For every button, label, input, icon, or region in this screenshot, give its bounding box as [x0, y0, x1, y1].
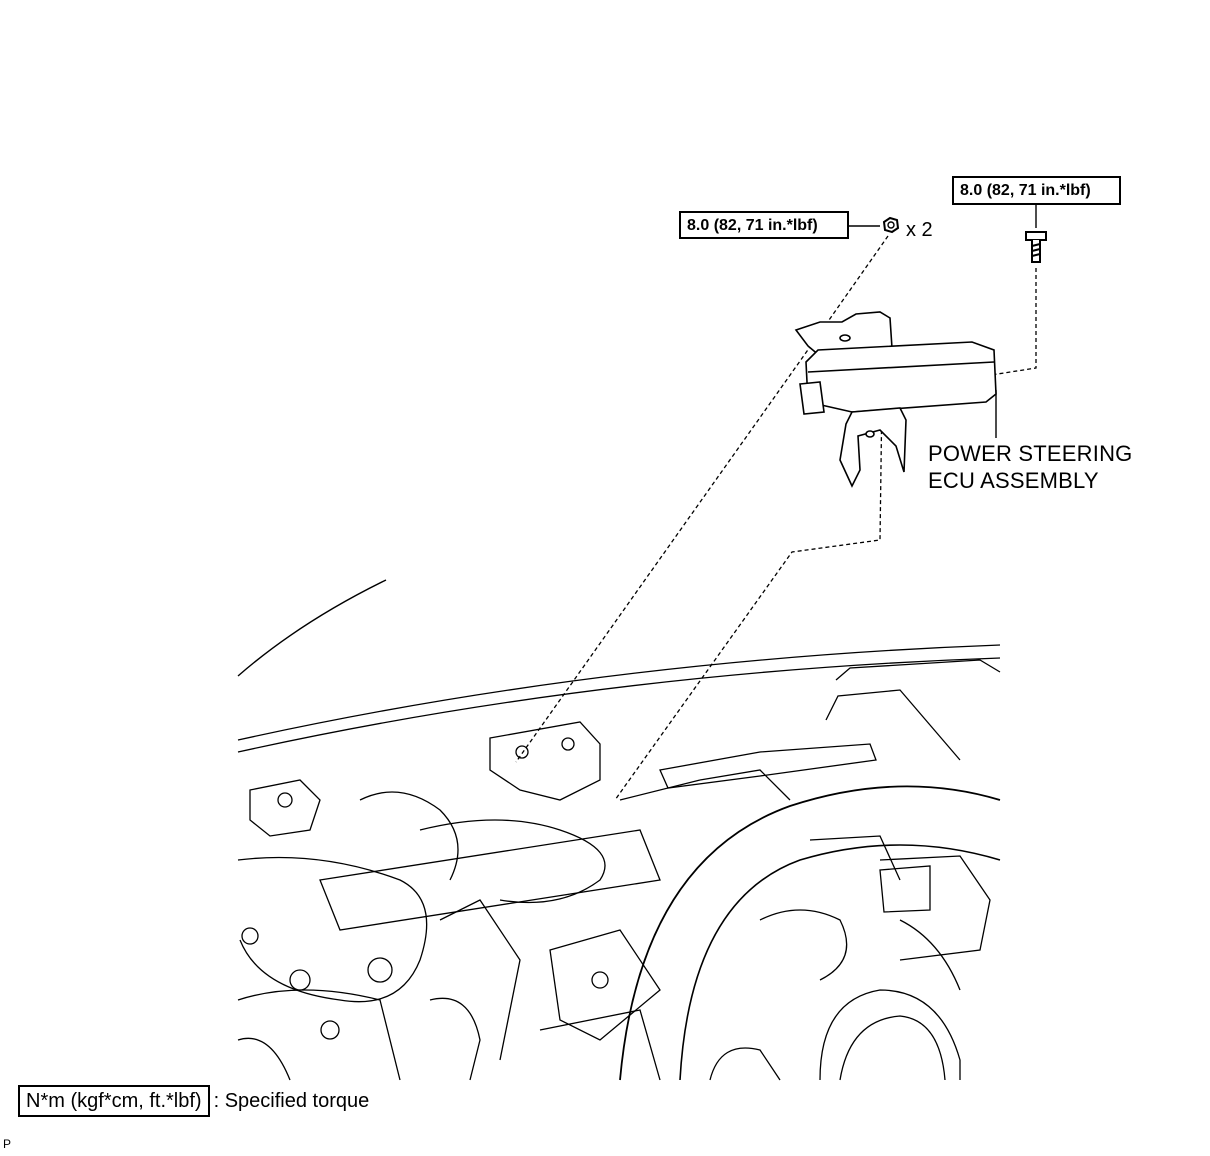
bolt-icon — [1025, 231, 1047, 263]
legend-unit-box: N*m (kgf*cm, ft.*lbf) — [18, 1085, 210, 1117]
install-guide-lines — [515, 235, 1037, 801]
dashboard-illustration — [237, 644, 1001, 1081]
nut-icon — [882, 216, 900, 234]
torque-legend: N*m (kgf*cm, ft.*lbf) : Specified torque — [18, 1084, 369, 1118]
legend-text: : Specified torque — [213, 1089, 370, 1112]
ecu-assembly-icon — [794, 311, 997, 488]
figure-code: P — [3, 1137, 12, 1151]
torque-callout-nut: 8.0 (82, 71 in.*lbf) — [679, 211, 849, 239]
part-label-line2: ECU ASSEMBLY — [928, 468, 1099, 493]
windshield-edge — [237, 579, 387, 677]
part-label: POWER STEERING ECU ASSEMBLY — [928, 440, 1133, 494]
nut-quantity: x 2 — [906, 219, 933, 241]
part-label-line1: POWER STEERING — [928, 441, 1133, 466]
torque-callout-bolt: 8.0 (82, 71 in.*lbf) — [952, 176, 1121, 205]
